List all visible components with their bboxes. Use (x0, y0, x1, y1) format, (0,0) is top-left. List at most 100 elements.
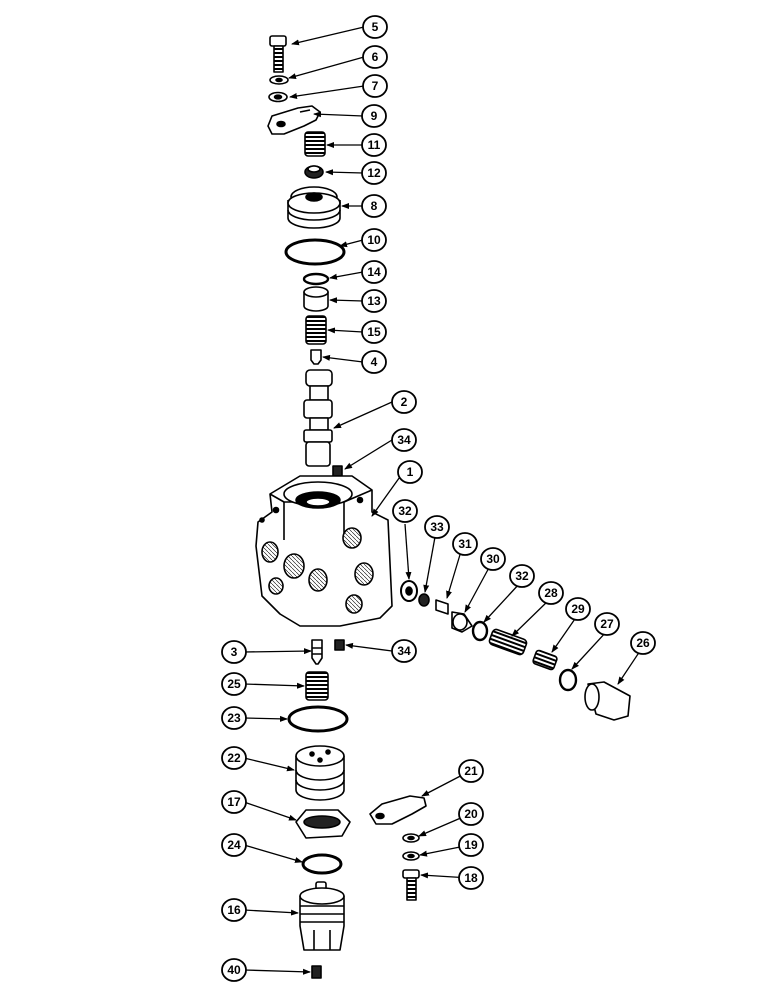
part-oring-23 (287, 705, 349, 733)
callout-number: 4 (371, 355, 378, 369)
callout-number: 27 (600, 617, 614, 631)
callout-number: 30 (486, 552, 500, 566)
callout-11: 11 (361, 133, 387, 157)
callout-34: 34 (391, 428, 417, 452)
callout-18: 18 (458, 866, 484, 890)
part-spring-15 (305, 315, 327, 345)
callout-31: 31 (452, 532, 478, 556)
part-bolt-18 (402, 869, 420, 901)
callout-number: 32 (515, 569, 529, 583)
callout-number: 40 (227, 963, 241, 977)
callout-19: 19 (458, 833, 484, 857)
part-valve-body (255, 475, 393, 627)
callout-7: 7 (362, 74, 388, 98)
callout-bubble (361, 289, 387, 313)
callout-bubble (392, 499, 418, 523)
callout-bubble (594, 612, 620, 636)
callout-number: 13 (367, 294, 381, 308)
callout-3: 3 (221, 640, 247, 664)
callout-bubble (361, 104, 387, 128)
part-spring-28 (488, 628, 528, 656)
part-spring-25 (305, 671, 329, 701)
callout-number: 17 (227, 795, 241, 809)
callout-number: 3 (231, 645, 238, 659)
callout-30: 30 (480, 547, 506, 571)
callout-bubble (362, 15, 388, 39)
callout-4: 4 (361, 350, 387, 374)
callout-22: 22 (221, 746, 247, 770)
callout-bubble (391, 428, 417, 452)
callout-bubble (630, 631, 656, 655)
callout-bubble (458, 833, 484, 857)
callout-number: 18 (464, 871, 478, 885)
part-pin-3 (311, 639, 323, 665)
callout-bubble (361, 194, 387, 218)
callout-number: 21 (464, 764, 478, 778)
callout-12: 12 (361, 161, 387, 185)
callout-bubble (538, 581, 564, 605)
part-cam-plate-top (267, 105, 321, 135)
part-cap-8 (287, 186, 341, 229)
callout-number: 22 (227, 751, 241, 765)
callout-number: 16 (227, 903, 241, 917)
callout-bubble (509, 564, 535, 588)
callout-6: 6 (362, 45, 388, 69)
part-nut-17 (295, 809, 351, 839)
part-plug-40 (311, 965, 322, 979)
callout-1: 1 (397, 460, 423, 484)
callout-9: 9 (361, 104, 387, 128)
callout-24: 24 (221, 833, 247, 857)
part-oring-24 (301, 853, 343, 875)
callout-number: 19 (464, 838, 478, 852)
part-ring-32b (471, 620, 489, 642)
callout-8: 8 (361, 194, 387, 218)
callout-number: 33 (430, 520, 444, 534)
callout-26: 26 (630, 631, 656, 655)
callout-bubble (397, 460, 423, 484)
callout-number: 20 (464, 807, 478, 821)
callout-bubble (361, 228, 387, 252)
callout-number: 5 (372, 20, 379, 34)
callout-5: 5 (362, 15, 388, 39)
part-washer-top (268, 91, 288, 103)
callout-number: 24 (227, 838, 241, 852)
callout-bubble (361, 350, 387, 374)
callout-bubble (221, 790, 247, 814)
callout-number: 32 (398, 504, 412, 518)
callout-number: 23 (227, 711, 241, 725)
callout-bubble (221, 833, 247, 857)
callout-14: 14 (361, 260, 387, 284)
callout-number: 34 (397, 433, 411, 447)
part-ring-27 (558, 668, 578, 692)
callout-number: 34 (397, 644, 411, 658)
callout-number: 29 (571, 602, 585, 616)
callout-15: 15 (361, 320, 387, 344)
callout-bubble (221, 958, 247, 982)
callout-bubble (221, 706, 247, 730)
callout-bubble (361, 320, 387, 344)
callout-23: 23 (221, 706, 247, 730)
part-spring-11 (304, 131, 326, 157)
part-cup-13 (303, 286, 329, 312)
callout-number: 31 (458, 537, 472, 551)
callout-17: 17 (221, 790, 247, 814)
callout-2: 2 (391, 390, 417, 414)
callout-number: 7 (372, 79, 379, 93)
part-ring-14 (302, 272, 330, 286)
part-pin-4 (310, 349, 322, 365)
callout-number: 15 (367, 325, 381, 339)
callout-bubble (221, 898, 247, 922)
callout-bubble (452, 532, 478, 556)
callout-bubble (361, 133, 387, 157)
callout-bubble (458, 759, 484, 783)
callout-number: 11 (368, 138, 381, 152)
callout-40: 40 (221, 958, 247, 982)
callout-number: 9 (371, 109, 378, 123)
callout-bubble (362, 74, 388, 98)
part-plug-34-top (332, 465, 343, 477)
callout-27: 27 (594, 612, 620, 636)
callout-number: 12 (367, 166, 381, 180)
part-small-33 (418, 593, 430, 607)
part-plug-26 (584, 681, 631, 721)
callout-bubble (361, 161, 387, 185)
